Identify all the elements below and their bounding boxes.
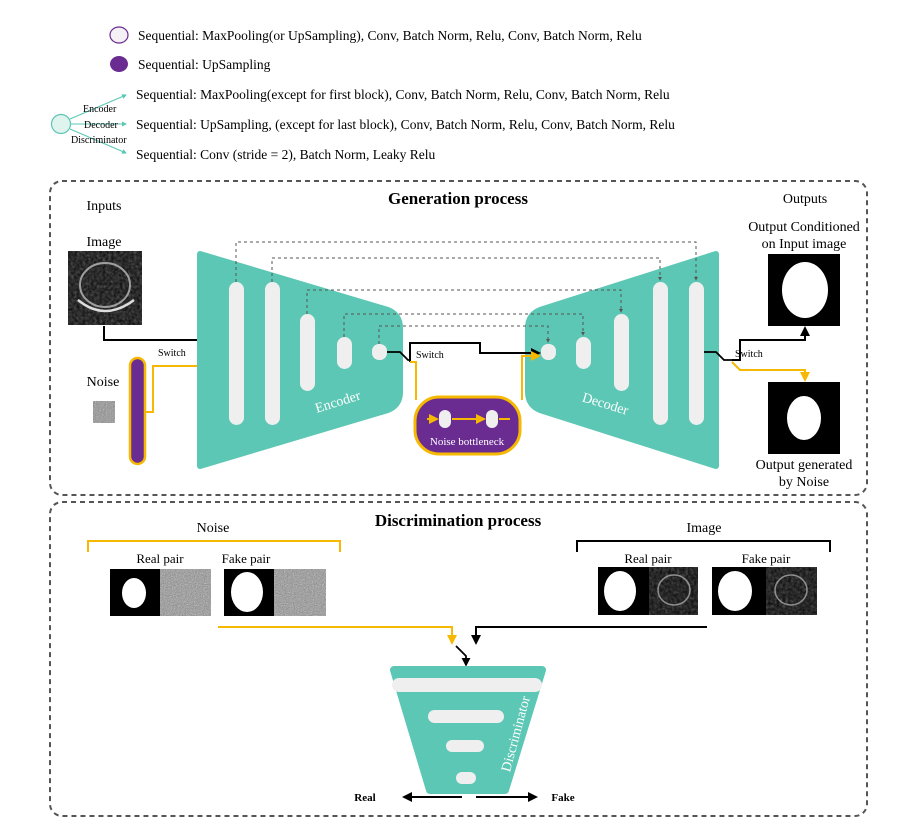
noise-upsampling-block: [128, 356, 147, 466]
noise-real-pair-label: Real pair: [136, 551, 184, 566]
image-group-label: Image: [687, 521, 722, 536]
input-image-label: Image: [87, 235, 122, 250]
input-switch-label: Switch: [158, 348, 186, 359]
encoder-block-2: [265, 282, 280, 425]
output-conditioned-label-2: on Input image: [762, 237, 847, 252]
bottleneck-label: Noise bottleneck: [430, 436, 505, 448]
legend-discriminator-arrow: [69, 128, 127, 154]
legend-item-4: Sequential: UpSampling, (except for last…: [136, 117, 675, 132]
legend-item-2: Sequential: UpSampling: [138, 57, 271, 72]
legend-item-1: Sequential: MaxPooling(or UpSampling), C…: [138, 28, 642, 43]
decoder-block-1: [541, 344, 556, 360]
discriminator-block-1: [392, 678, 542, 692]
noise-input-line: [145, 365, 198, 413]
legend-branch-discriminator: Discriminator: [71, 135, 127, 146]
encoder-block-4: [337, 337, 352, 369]
decoder-block-2: [576, 337, 591, 369]
generation-panel-border: [49, 180, 868, 496]
legend-branch-decoder: Decoder: [84, 120, 119, 131]
output-switch-icon: [704, 351, 732, 361]
image-input-line: [103, 326, 198, 341]
noise-fake-pair-label: Fake pair: [222, 551, 271, 566]
output-noise-label-2: by Noise: [779, 475, 829, 490]
discrimination-title: Discrimination process: [375, 511, 542, 530]
bottleneck-block-1: [439, 410, 451, 428]
bottleneck-direct-path: [409, 342, 541, 362]
image-pairs-path: [471, 626, 707, 645]
noise-real-pair-image: [110, 569, 211, 616]
discrimination-process-panel: Discrimination process Noise Real pair F…: [49, 501, 868, 817]
encoder-block-5: [372, 344, 387, 360]
legend-encoder-arrow: [69, 94, 127, 120]
legend: Sequential: MaxPooling(or UpSampling), C…: [50, 26, 675, 162]
discriminator-block-4: [456, 772, 476, 784]
output-conditioned-path: [732, 326, 810, 361]
bottleneck-block-2: [486, 410, 498, 428]
legend-branch-node-icon: [50, 113, 72, 135]
fake-output-label: Fake: [551, 792, 574, 804]
image-fake-pair-image: [712, 567, 817, 615]
input-ultrasound-image: [68, 251, 142, 325]
legend-item-5: Sequential: Conv (stride = 2), Batch Nor…: [136, 147, 436, 162]
legend-upsampling-icon: [110, 56, 128, 72]
discriminator-trapezoid: [390, 666, 546, 794]
decoder-block-4: [653, 282, 668, 425]
noise-pairs-path: [218, 626, 457, 645]
bottleneck-switch-label: Switch: [416, 350, 444, 361]
generation-title: Generation process: [388, 189, 528, 208]
skip-connections: [235, 241, 698, 344]
output-noise-label-1: Output generated: [756, 458, 853, 473]
encoder-block-1: [229, 282, 244, 425]
input-noise-label: Noise: [87, 375, 120, 390]
output-noise-path: [731, 361, 810, 382]
bottleneck-noise-path-in: [410, 361, 417, 400]
image-fake-pair-label: Fake pair: [742, 551, 791, 566]
real-output-label: Real: [354, 792, 375, 804]
noise-fake-pair-image: [224, 569, 326, 616]
outputs-label: Outputs: [783, 192, 827, 207]
output-switch-label: Switch: [735, 349, 763, 360]
discriminator-block-3: [446, 740, 484, 752]
noise-group-bracket: [87, 540, 341, 552]
legend-branch-encoder: Encoder: [83, 104, 117, 115]
generation-process-panel: Generation process Inputs Outputs Image …: [49, 180, 868, 496]
noise-group-label: Noise: [197, 521, 230, 536]
output-conditioned-label-1: Output Conditioned: [748, 220, 860, 235]
image-real-pair-image: [598, 567, 698, 615]
legend-block-icon: [109, 26, 129, 44]
image-real-pair-label: Real pair: [624, 551, 672, 566]
discriminator-block-2: [428, 710, 504, 723]
bottleneck-noise-path-out: [521, 351, 541, 400]
decoder-block-3: [614, 314, 629, 391]
image-group-bracket: [576, 540, 831, 552]
encoder-block-3: [300, 314, 315, 391]
discriminator-switch-icon: [455, 645, 471, 667]
inputs-label: Inputs: [87, 199, 122, 214]
legend-item-3: Sequential: MaxPooling(except for first …: [136, 87, 670, 102]
discrimination-panel-border: [49, 501, 868, 817]
decoder-block-5: [689, 282, 704, 425]
